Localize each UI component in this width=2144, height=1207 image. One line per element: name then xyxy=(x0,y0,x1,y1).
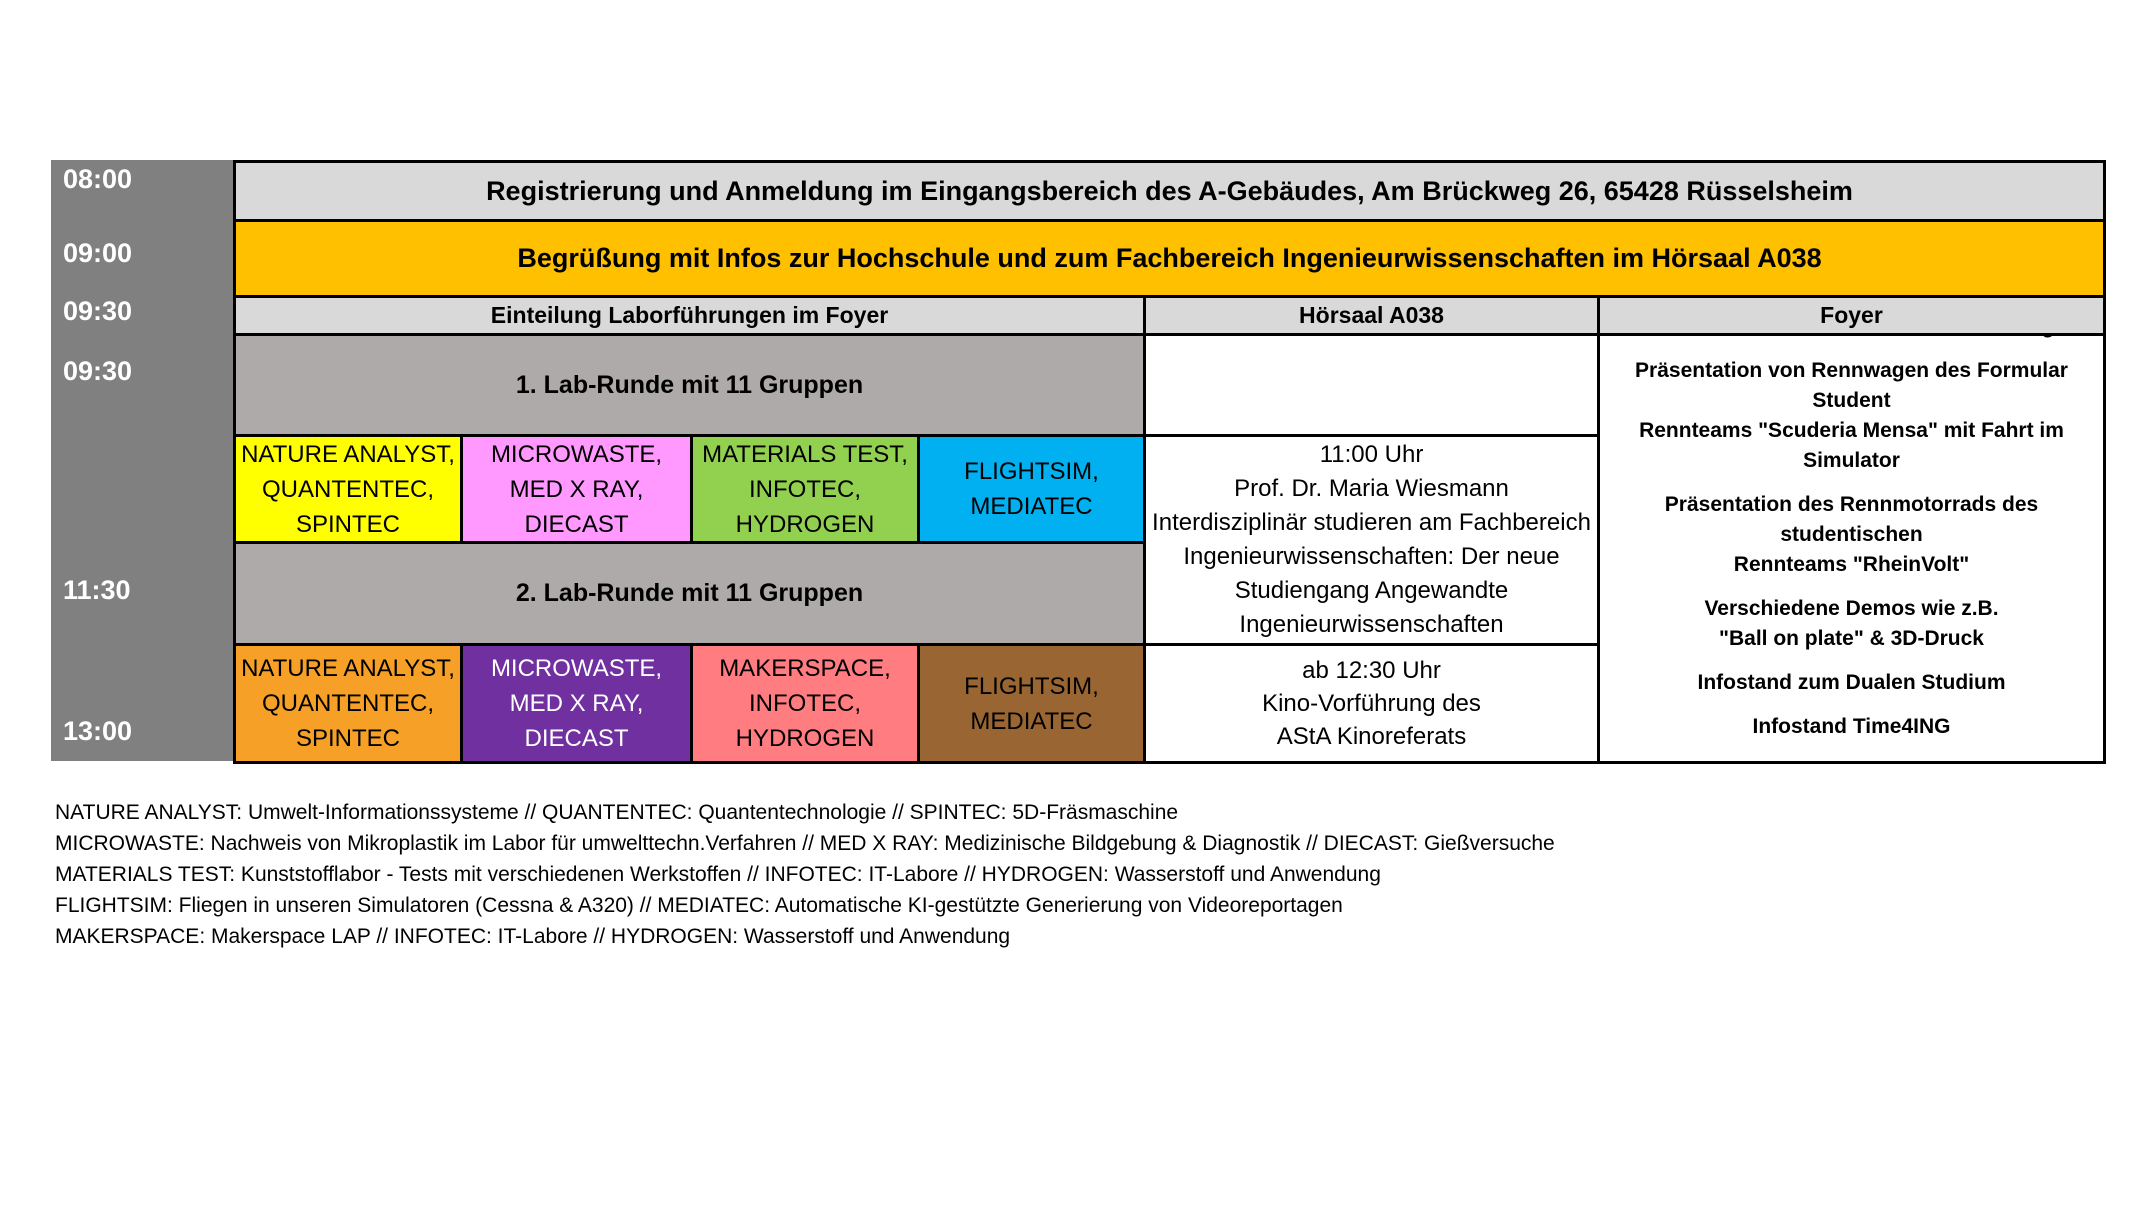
foyer-item: Snacks & Getränke xyxy=(1756,756,1947,762)
talk-line: Studiengang Angewandte xyxy=(1234,577,1509,604)
lab-group-cell-round2-microwaste: MICROWASTE, MED X RAY, DIECAST xyxy=(460,643,690,761)
foyer-item: Infostand zum Dualen Studium xyxy=(1698,668,2006,698)
lab-round-1-title: 1. Lab-Runde mit 11 Gruppen xyxy=(233,333,1143,434)
legend-line: MICROWASTE: Nachweis von Mikroplastik im… xyxy=(55,832,1555,855)
foyer-item-line: Rennteams "Scuderia Mensa" mit Fahrt im … xyxy=(1639,418,2064,472)
foyer-item: Verschiedene Demos wie z.B. "Ball on pla… xyxy=(1704,594,1998,654)
time-label: 11:30 xyxy=(63,575,131,605)
lab-group-line: MATERIALS TEST, xyxy=(702,440,908,468)
lab-group-line: MICROWASTE, xyxy=(490,655,663,682)
time-label: 09:30 xyxy=(63,296,133,326)
lab-group-line: MICROWASTE, xyxy=(490,440,663,468)
lab-group-line: DIECAST xyxy=(524,510,629,538)
legend: NATURE ANALYST: Umwelt-Informationssyste… xyxy=(55,797,1555,952)
foyer-item-line: Rennteams "RheinVolt" xyxy=(1733,552,1970,576)
foyer-item-line: Infostand Time4ING xyxy=(1752,714,1951,738)
lab-round-2-title: 2. Lab-Runde mit 11 Gruppen xyxy=(233,541,1143,643)
lab-group-line: MED X RAY, xyxy=(509,475,644,503)
foyer-item-line: Präsentation von Rennwagen des Formular … xyxy=(1635,358,2068,412)
lab-group-line: QUANTENTEC, xyxy=(261,475,434,503)
lab-group-cell-round1-microwaste: MICROWASTE, MED X RAY, DIECAST xyxy=(460,434,690,541)
lab-group-cell-round1-flightsim: FLIGHTSIM, MEDIATEC xyxy=(917,434,1143,541)
legend-line: MAKERSPACE: Makerspace LAP // INFOTEC: I… xyxy=(55,925,1011,948)
foyer-item-line: "Ball on plate" & 3D-Druck xyxy=(1719,626,1984,650)
lab-group-line: SPINTEC xyxy=(295,725,400,752)
column-header-lab-tours: Einteilung Laborführungen im Foyer xyxy=(233,295,1143,333)
lab-group-cell-round1-nature-analyst: NATURE ANALYST, QUANTENTEC, SPINTEC xyxy=(233,434,460,541)
cinema-line: ab 12:30 Uhr xyxy=(1302,657,1441,684)
lab-group-line: NATURE ANALYST, xyxy=(241,440,455,468)
talk-line: Ingenieurwissenschaften: Der neue xyxy=(1183,543,1560,570)
hoersaal-empty-cell xyxy=(1143,333,1597,434)
foyer-item: Infostand der Zentralen Studienberatung xyxy=(1648,336,2054,342)
lab-group-line: QUANTENTEC, xyxy=(261,690,434,717)
lab-group-cell-round1-materials-test: MATERIALS TEST, INFOTEC, HYDROGEN xyxy=(690,434,917,541)
lab-group-cell-round2-flightsim: FLIGHTSIM, MEDIATEC xyxy=(917,643,1143,761)
foyer-item-line: Infostand der Zentralen Studienberatung xyxy=(1648,336,2054,342)
column-header-foyer: Foyer xyxy=(1597,295,2103,333)
lab-group-line: MEDIATEC xyxy=(970,707,1093,735)
hoersaal-cinema-cell: ab 12:30 Uhr Kino-Vorführung des AStA Ki… xyxy=(1143,643,1597,761)
lab-group-cell-round2-makerspace: MAKERSPACE, INFOTEC, HYDROGEN xyxy=(690,643,917,761)
foyer-item-line: Präsentation des Rennmotorrads des stude… xyxy=(1664,492,2039,546)
legend-line: FLIGHTSIM: Fliegen in unseren Simulatore… xyxy=(55,894,1343,917)
lab-group-line: INFOTEC, xyxy=(749,690,861,717)
lab-group-line: MEDIATEC xyxy=(970,493,1093,520)
lab-group-line: FLIGHTSIM, xyxy=(964,672,1099,700)
foyer-item-line: Infostand zum Dualen Studium xyxy=(1697,670,2006,694)
welcome-banner: Begrüßung mit Infos zur Hochschule und z… xyxy=(233,219,2103,295)
lab-group-line: SPINTEC xyxy=(295,510,400,538)
cinema-line: Kino-Vorführung des xyxy=(1262,690,1481,717)
foyer-item-line: Snacks & Getränke xyxy=(1756,756,1947,762)
talk-line: Interdisziplinär studieren am Fachbereic… xyxy=(1152,509,1591,536)
foyer-item-line: Verschiedene Demos wie z.B. xyxy=(1704,596,1999,620)
schedule-table: Registrierung und Anmeldung im Eingangsb… xyxy=(233,160,2106,764)
talk-line: Prof. Dr. Maria Wiesmann xyxy=(1234,475,1509,502)
lab-group-line: MAKERSPACE, xyxy=(719,655,891,682)
legend-line: NATURE ANALYST: Umwelt-Informationssyste… xyxy=(55,801,1179,824)
lab-group-line: MED X RAY, xyxy=(509,690,644,717)
time-label: 13:00 xyxy=(63,716,133,746)
foyer-program-cell: Infostand der Zentralen Studienberatung … xyxy=(1597,333,2103,761)
legend-line: MATERIALS TEST: Kunststofflabor - Tests … xyxy=(55,863,1381,886)
lab-group-cell-round2-nature-analyst: NATURE ANALYST, QUANTENTEC, SPINTEC xyxy=(233,643,460,761)
lab-group-line: HYDROGEN xyxy=(735,725,875,752)
time-label: 09:00 xyxy=(63,238,133,268)
lab-group-line: INFOTEC, xyxy=(749,475,861,503)
cinema-line: AStA Kinoreferats xyxy=(1276,723,1467,750)
talk-line: Ingenieurwissenschaften xyxy=(1239,611,1504,638)
column-header-hoersaal: Hörsaal A038 xyxy=(1143,295,1597,333)
time-label: 09:30 xyxy=(63,356,133,386)
foyer-item: Präsentation des Rennmotorrads des stude… xyxy=(1606,490,2097,580)
lab-group-line: FLIGHTSIM, xyxy=(964,458,1099,485)
foyer-item: Präsentation von Rennwagen des Formular … xyxy=(1606,356,2097,476)
time-column: 08:00 09:00 09:30 09:30 11:30 13:00 xyxy=(51,160,233,761)
lab-group-line: DIECAST xyxy=(524,725,629,752)
time-label: 08:00 xyxy=(63,164,133,194)
lab-group-line: HYDROGEN xyxy=(735,510,875,538)
registration-banner: Registrierung und Anmeldung im Eingangsb… xyxy=(233,160,2103,219)
hoersaal-talk-cell: 11:00 Uhr Prof. Dr. Maria Wiesmann Inter… xyxy=(1143,434,1597,643)
lab-group-line: NATURE ANALYST, xyxy=(241,655,455,682)
foyer-item: Infostand Time4ING xyxy=(1753,712,1951,742)
talk-line: 11:00 Uhr xyxy=(1319,441,1424,468)
